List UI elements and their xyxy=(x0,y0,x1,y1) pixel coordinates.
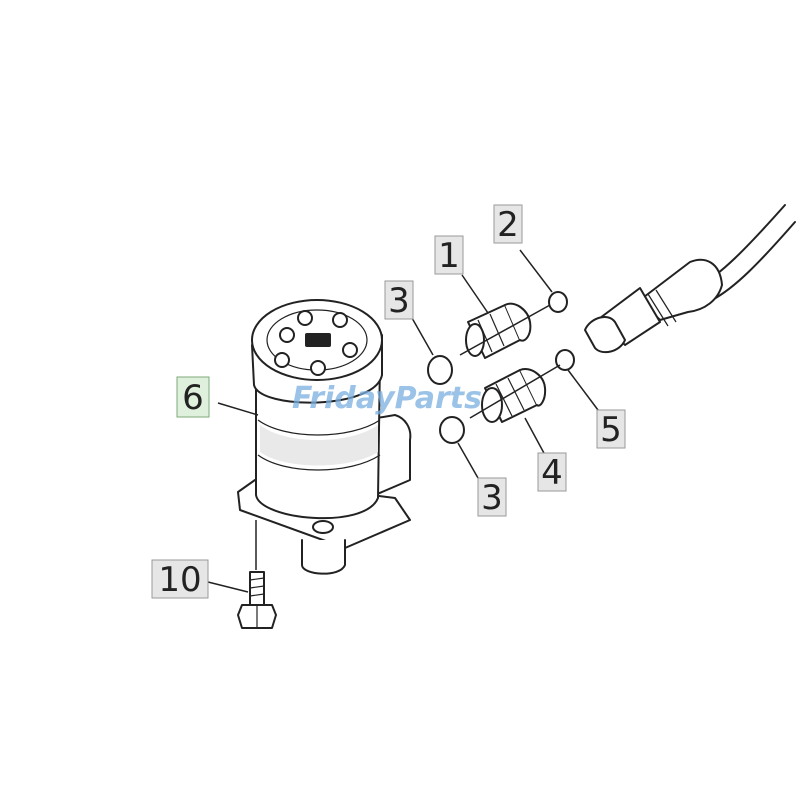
o-ring-3-lower[interactable] xyxy=(439,416,465,444)
callout-2[interactable]: 2 xyxy=(493,204,523,245)
o-ring-5[interactable] xyxy=(555,349,575,371)
callout-3-upper[interactable]: 3 xyxy=(384,280,414,321)
leader-5 xyxy=(567,369,599,411)
callout-3-lower[interactable]: 3 xyxy=(477,477,507,518)
leader-1 xyxy=(461,274,489,314)
leader-3-upper xyxy=(411,317,434,356)
leader-10 xyxy=(207,581,249,593)
callout-2-label: 2 xyxy=(497,205,519,245)
fitting-1[interactable] xyxy=(465,302,532,359)
callout-1-label: 1 xyxy=(438,236,460,276)
leader-2 xyxy=(519,249,553,293)
callout-6-label: 6 xyxy=(182,378,204,418)
leader-4 xyxy=(524,417,546,456)
callout-3-lower-label: 3 xyxy=(481,478,503,518)
o-ring-3-upper[interactable] xyxy=(427,355,453,385)
callout-5-label: 5 xyxy=(600,410,622,450)
callout-10-label: 10 xyxy=(158,560,201,600)
callout-1[interactable]: 1 xyxy=(434,235,464,276)
fitting-4[interactable] xyxy=(481,368,547,423)
hydraulic-hose[interactable] xyxy=(584,204,796,354)
callout-4-label: 4 xyxy=(541,453,563,493)
leader-3-lower xyxy=(457,442,479,479)
callout-6[interactable]: 6 xyxy=(176,376,210,418)
o-ring-2[interactable] xyxy=(548,291,568,313)
bolt-10[interactable] xyxy=(237,571,277,629)
watermark: FridayParts xyxy=(292,381,482,416)
callout-5[interactable]: 5 xyxy=(596,409,626,450)
callout-4[interactable]: 4 xyxy=(537,452,567,493)
hydraulic-motor[interactable] xyxy=(237,299,412,575)
callout-10[interactable]: 10 xyxy=(151,559,209,600)
callout-3-upper-label: 3 xyxy=(388,281,410,321)
leader-6 xyxy=(217,402,259,416)
